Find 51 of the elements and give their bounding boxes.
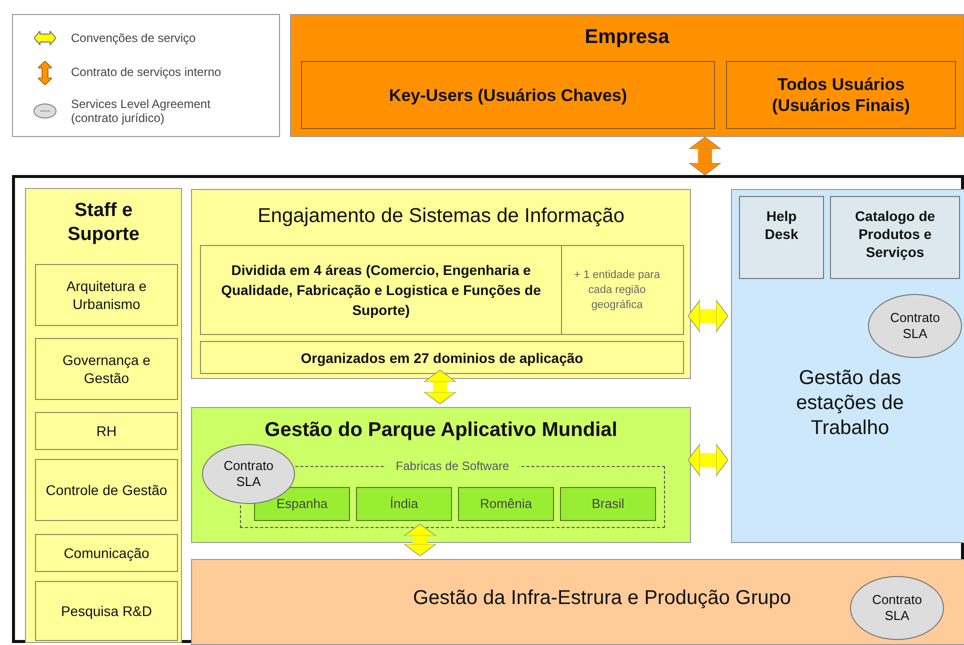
service-box <box>830 196 960 279</box>
heading-text: Gestão da Infra-Estrura e Produção Grupo <box>412 586 792 611</box>
box-text: Catalogo de Produtos e Serviços <box>854 207 936 261</box>
department-panel <box>731 189 964 543</box>
group-box <box>726 61 956 129</box>
frame-box <box>12 175 964 643</box>
factory-box <box>458 487 554 521</box>
heading-text: Key-Users (Usuários Chaves) <box>388 84 628 106</box>
box-text: Dividida em 4 áreas (Comercio, Engenharia e Qualidade, Fabricação e Logistica e Funções de Suporte) <box>220 261 542 320</box>
legend-text: Convenções de serviço <box>71 31 196 45</box>
factory-box <box>560 487 656 521</box>
box-text: Espanha <box>276 496 328 512</box>
box-text: Contrato SLA <box>889 310 941 342</box>
legend-text: Services Level Agreement (contrato jurídico) <box>71 97 212 125</box>
box-text: Pesquisa R&D <box>60 602 152 620</box>
box-text: Arquitetura e Urbanismo <box>65 277 148 313</box>
staff-item-box <box>35 581 178 641</box>
box-text: Índia <box>390 496 418 512</box>
staff-item-box <box>35 534 178 572</box>
box-text: Brasil <box>592 496 624 512</box>
heading-text: Gestão das estações de Trabalho <box>795 366 905 441</box>
department-panel <box>25 188 182 643</box>
staff-item-box <box>35 338 178 400</box>
heading-text: Staff e Suporte <box>66 199 140 247</box>
note-text: + 1 entidade para cada região geográfica <box>573 268 661 312</box>
staff-item-box <box>35 264 178 326</box>
box-text: RH <box>96 422 117 440</box>
heading-text: Empresa <box>584 25 670 50</box>
department-panel <box>191 189 691 379</box>
info-box <box>200 341 684 374</box>
box-text: Comunicação <box>64 544 150 562</box>
box-text: Romênia <box>480 496 532 512</box>
factory-box <box>356 487 452 521</box>
box-text: Governança e Gestão <box>62 351 152 387</box>
department-panel <box>191 559 964 645</box>
box-text: Controle de Gestão <box>46 481 168 499</box>
heading-text: Engajamento de Sistemas de Informação <box>256 204 626 229</box>
box-text: Contrato SLA <box>222 458 274 490</box>
heading-text: Gestão do Parque Aplicativo Mundial <box>264 418 618 443</box>
department-panel <box>191 407 691 543</box>
box-text: Help Desk <box>764 207 800 243</box>
box-text: Contrato SLA <box>871 592 923 624</box>
staff-item-box <box>35 459 178 521</box>
legend-text: Contrato de serviços interno <box>71 65 222 79</box>
heading-text: Todos Usuários (Usuários Finais) <box>771 74 911 116</box>
department-panel <box>290 14 964 137</box>
staff-item-box <box>35 412 178 450</box>
info-box <box>200 245 684 335</box>
box-text: Organizados em 27 dominios de aplicação <box>300 348 584 366</box>
group-box <box>301 61 715 129</box>
service-box <box>739 196 824 279</box>
